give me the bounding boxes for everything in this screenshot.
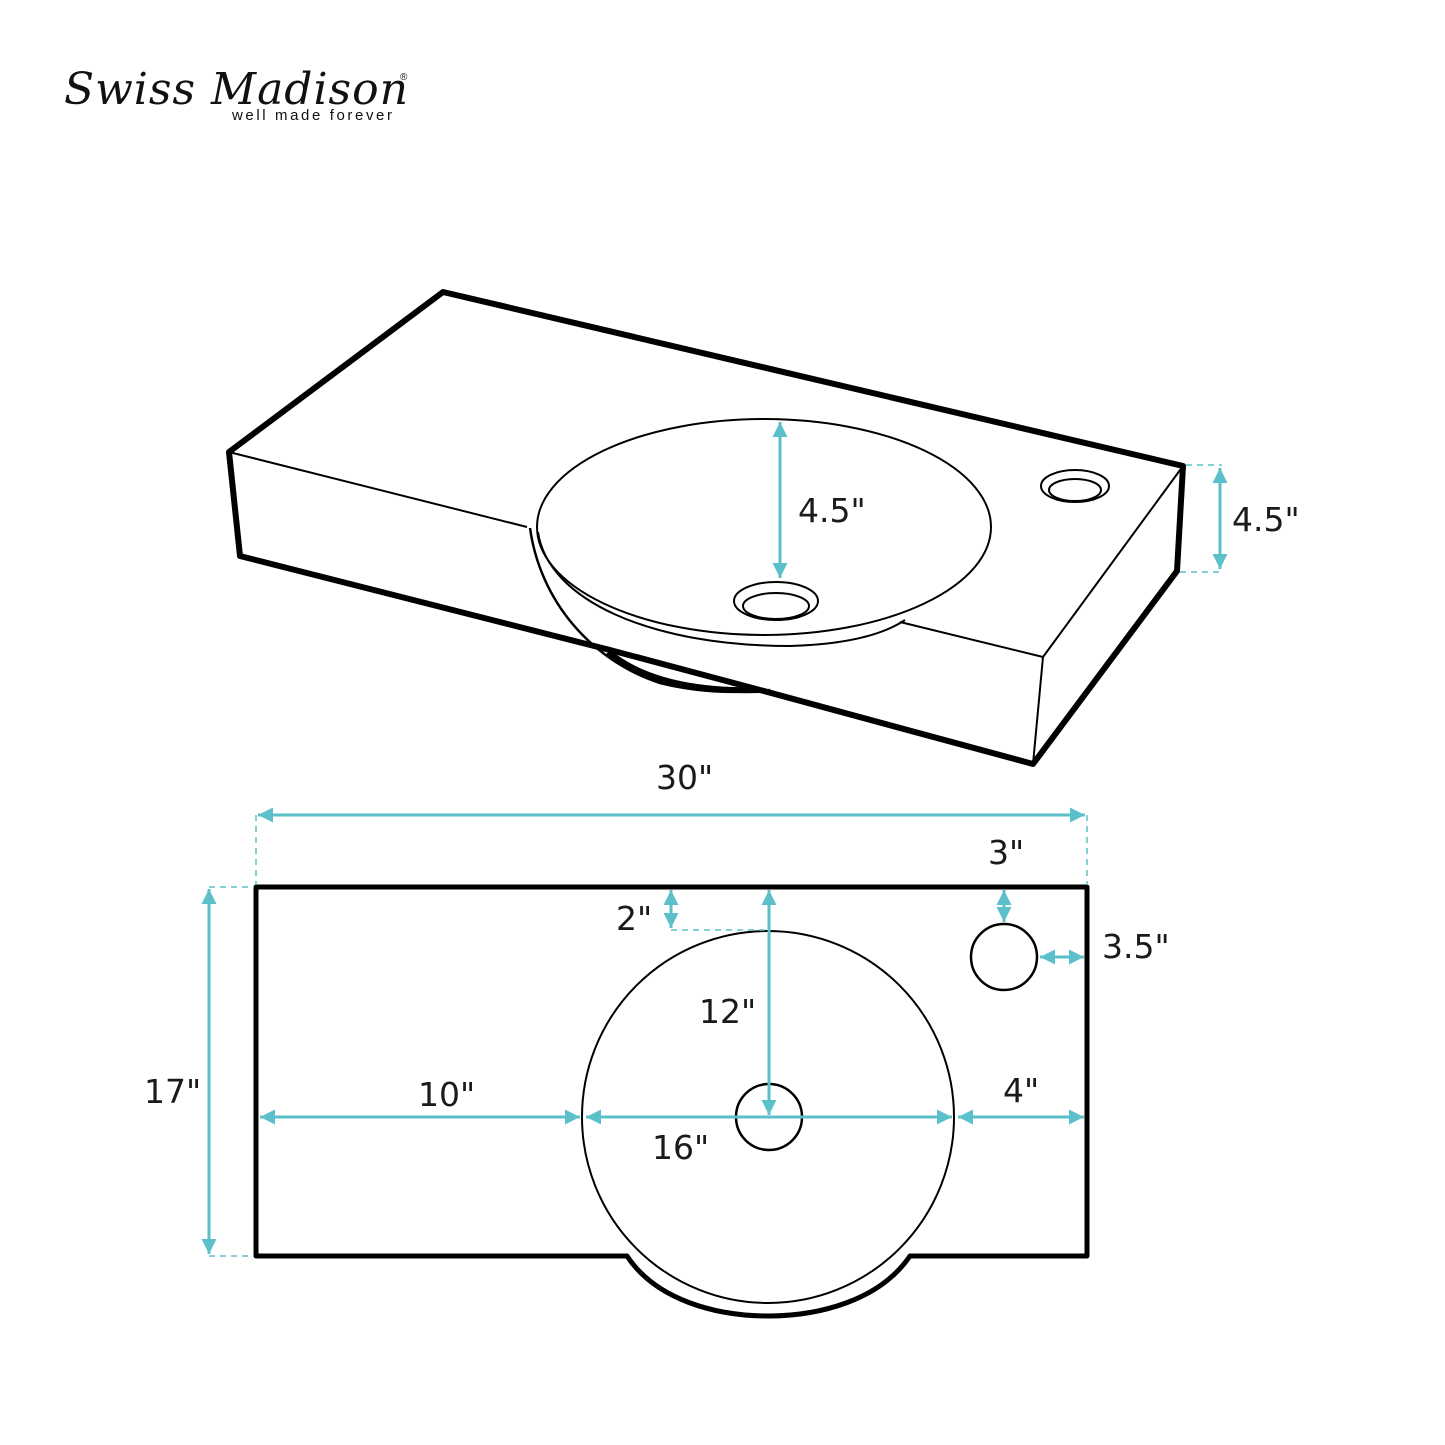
top-dimensions — [201, 807, 1088, 1257]
width-label: 30" — [656, 758, 713, 797]
top-outline — [253, 884, 1090, 1319]
top-view — [253, 884, 1090, 1319]
iso-basin-inner-rim — [537, 531, 906, 648]
iso-basin-depth-label: 4.5" — [798, 491, 866, 530]
iso-dimensions — [772, 422, 1228, 578]
basin-diameter-label: 16" — [652, 1128, 709, 1167]
back-to-drain-label: 12" — [699, 992, 756, 1031]
iso-height-label: 4.5" — [1232, 500, 1300, 539]
iso-right-top-edge — [1042, 465, 1184, 658]
brand-tagline: well made forever — [232, 107, 395, 124]
brand-logo: Swiss Madison ® well made forever — [64, 62, 424, 132]
basin-to-right-label: 4" — [1003, 1071, 1039, 1110]
iso-front-top-edge-right — [899, 621, 1044, 658]
iso-front-right-edge — [1032, 656, 1044, 765]
depth-label: 17" — [144, 1072, 201, 1111]
registered-mark: ® — [400, 72, 408, 83]
brand-name: Swiss Madison — [64, 64, 409, 115]
isometric-view — [226, 289, 1186, 767]
iso-front-top-edge-left — [228, 451, 528, 528]
iso-drain-inner — [742, 592, 810, 620]
back-to-rim-label: 2" — [616, 899, 652, 938]
iso-basin-bowl — [528, 527, 771, 693]
iso-bowl-thick — [606, 649, 761, 694]
iso-faucet-hole-inner — [1048, 478, 1102, 502]
faucet-from-right-label: 3.5" — [1102, 927, 1170, 966]
left-to-basin-label: 10" — [418, 1075, 475, 1114]
iso-basin-rim — [536, 418, 992, 636]
faucet-from-back-label: 3" — [988, 833, 1024, 872]
top-faucet-hole — [969, 922, 1039, 992]
